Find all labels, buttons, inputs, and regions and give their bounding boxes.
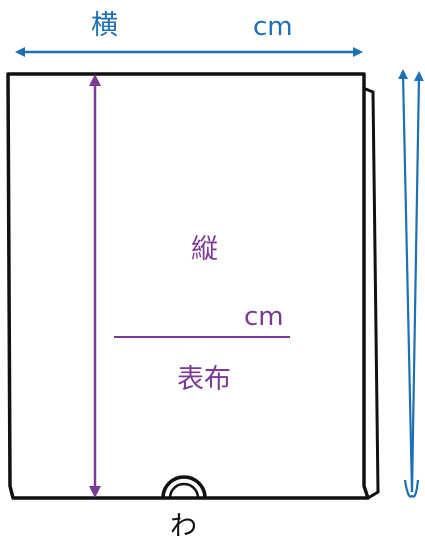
fold-label: わ	[170, 511, 197, 542]
fabric-label: 表布	[177, 364, 231, 395]
fabric-outline	[6, 72, 370, 500]
width-label: 横	[91, 10, 118, 41]
fabric-back-layer	[362, 86, 380, 500]
side-arrow-bottom	[403, 479, 420, 498]
fold-mark-icon	[161, 475, 207, 499]
fold-mark-inner-icon	[168, 482, 200, 499]
width-unit: cm	[253, 12, 293, 42]
side-arrow-outer	[398, 69, 414, 493]
height-label: 縦	[191, 234, 218, 265]
side-arrow-inner	[410, 71, 424, 493]
height-unit: cm	[244, 302, 284, 332]
